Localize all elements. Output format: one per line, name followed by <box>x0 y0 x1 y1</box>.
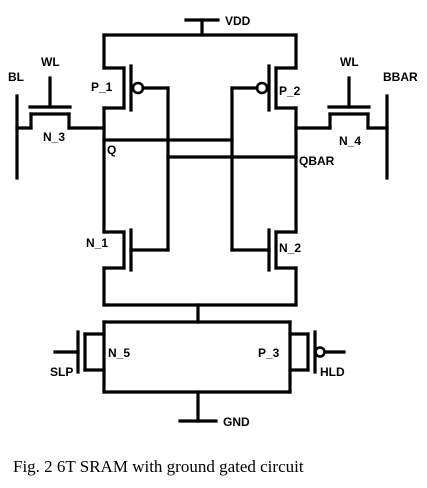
vdd-label: VDD <box>225 14 251 28</box>
wl-right-label: WL <box>340 55 359 69</box>
n1-label: N_1 <box>86 236 108 250</box>
n5-label: N_5 <box>108 346 130 360</box>
nmos-n3 <box>15 76 106 130</box>
figure-caption: Fig. 2 6T SRAM with ground gated circuit <box>13 457 304 476</box>
nmos-n1 <box>102 228 170 272</box>
bl-label: BL <box>8 70 24 84</box>
virtual-ground-rail <box>102 266 298 394</box>
nmos-n5 <box>53 330 106 374</box>
pmos-p2 <box>230 64 298 112</box>
p1-label: P_1 <box>91 80 113 94</box>
inverter-wires <box>102 86 298 252</box>
n4-label: N_4 <box>339 134 361 148</box>
wl-left-label: WL <box>41 55 60 69</box>
bbar-label: BBAR <box>383 70 418 84</box>
gnd-label: GND <box>223 415 250 429</box>
qbar-node-label: QBAR <box>299 154 335 168</box>
n2-label: N_2 <box>279 241 301 255</box>
pmos-p3 <box>288 330 346 374</box>
sram-schematic: VDD GND WL WL BL BBAR P_1 P_2 P_3 N_1 N_… <box>8 14 418 429</box>
hld-label: HLD <box>320 365 345 379</box>
pmos-p1 <box>102 64 170 112</box>
q-node-label: Q <box>107 143 116 157</box>
slp-label: SLP <box>50 365 73 379</box>
ground-symbol <box>178 390 218 423</box>
p3-label: P_3 <box>258 346 280 360</box>
n3-label: N_3 <box>43 130 65 144</box>
vdd-supply <box>102 18 298 70</box>
nmos-n4 <box>294 76 389 130</box>
nmos-n2 <box>230 228 298 272</box>
p2-label: P_2 <box>279 84 301 98</box>
